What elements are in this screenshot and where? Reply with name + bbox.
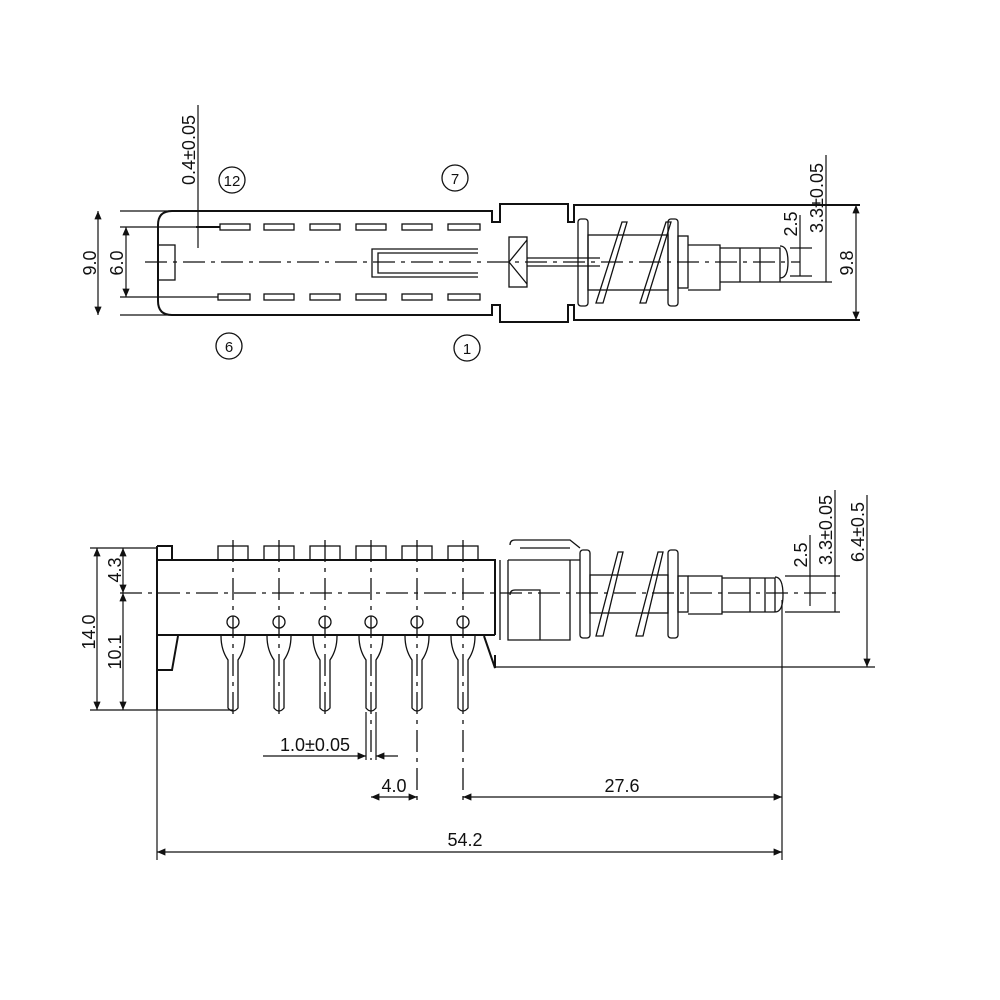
dim-total-height: 14.0 bbox=[79, 614, 99, 649]
slider-slot bbox=[371, 248, 478, 278]
dim-overall-length: 54.2 bbox=[447, 830, 482, 850]
dim-top-offset: 4.3 bbox=[105, 557, 125, 582]
actuator-housing bbox=[499, 539, 581, 641]
dim-pin-row-spacing: 6.0 bbox=[107, 250, 127, 275]
contact-slots-bottom bbox=[217, 293, 481, 301]
top-view: 9.0 6.0 0.4±0.05 2.5 3.3±0.05 9.8 12 7 6… bbox=[80, 105, 860, 362]
dim-body-height: 9.0 bbox=[80, 250, 100, 275]
terminal-pins bbox=[220, 540, 476, 800]
dim-pin-width: 1.0±0.05 bbox=[280, 735, 350, 755]
side-view: 14.0 4.3 10.1 1.0±0.05 4.0 27.6 54.2 2.5… bbox=[79, 490, 875, 860]
pin-label-6: 6 bbox=[225, 339, 233, 356]
pin-label-1: 1 bbox=[463, 341, 471, 358]
side-spring bbox=[579, 549, 689, 639]
spring bbox=[577, 218, 689, 307]
dim-stem-tip: 3.3±0.05 bbox=[807, 163, 827, 233]
dim-overall-height: 9.8 bbox=[837, 250, 857, 275]
pin-label-12: 12 bbox=[224, 173, 241, 190]
terminal-caps bbox=[217, 545, 479, 561]
dim-stem-length: 27.6 bbox=[604, 776, 639, 796]
contact-slots-top bbox=[196, 223, 481, 231]
dim-pin-length: 10.1 bbox=[105, 634, 125, 669]
dim-stem-offset: 6.4±0.5 bbox=[848, 502, 868, 562]
dim-side-stem-width: 2.5 bbox=[791, 542, 811, 567]
dim-pin-thickness: 0.4±0.05 bbox=[179, 115, 199, 185]
dim-side-stem-tip: 3.3±0.05 bbox=[816, 495, 836, 565]
plunger-stem bbox=[688, 244, 789, 291]
pin-label-7: 7 bbox=[451, 171, 459, 188]
dim-stem-width: 2.5 bbox=[781, 211, 801, 236]
dim-pin-pitch: 4.0 bbox=[381, 776, 406, 796]
side-plunger bbox=[688, 575, 784, 615]
